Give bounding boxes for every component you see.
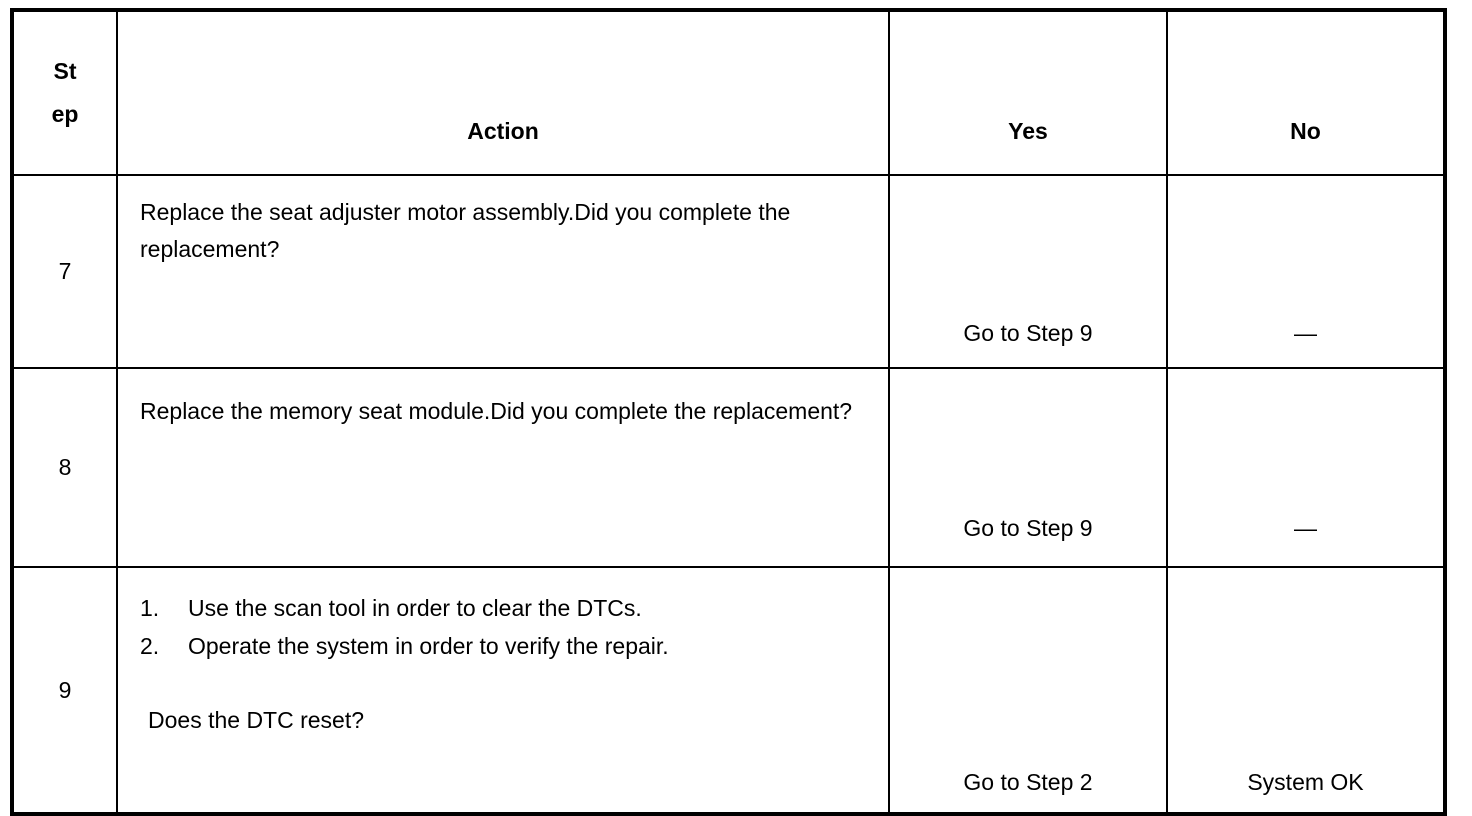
procedure-list: 1. Use the scan tool in order to clear t…	[140, 590, 878, 666]
list-item-text: Operate the system in order to verify th…	[188, 633, 669, 660]
action-text: Replace the memory seat module.Did you c…	[140, 398, 853, 424]
action-cell: 1. Use the scan tool in order to clear t…	[116, 566, 890, 815]
action-cell: Replace the memory seat module.Did you c…	[116, 367, 890, 568]
no-result-cell: —	[1166, 174, 1446, 369]
action-question: Does the DTC reset?	[148, 706, 365, 733]
column-header-step-line2: ep	[51, 101, 79, 127]
column-header-step-line1: St	[53, 58, 77, 85]
yes-result-cell: Go to Step 2	[888, 566, 1168, 815]
list-item-number: 2.	[140, 633, 160, 660]
step-number-cell: 9	[11, 566, 118, 815]
step-number-cell: 8	[11, 367, 118, 568]
action-text: Replace the seat adjuster motor assembly…	[140, 199, 791, 263]
header-row: St ep Action Yes No	[11, 9, 1446, 176]
diagnostic-steps-table: St ep Action Yes No 7 Replace the seat a…	[10, 8, 1447, 816]
list-item: 1. Use the scan tool in order to clear t…	[140, 590, 878, 627]
column-header-yes: Yes	[888, 9, 1168, 176]
table-row: 8 Replace the memory seat module.Did you…	[11, 367, 1446, 568]
list-item: 2. Operate the system in order to verify…	[140, 628, 878, 665]
yes-result-cell: Go to Step 9	[888, 367, 1168, 568]
column-header-step: St ep	[11, 9, 118, 176]
list-item-text: Use the scan tool in order to clear the …	[188, 595, 642, 621]
table-row: 9 1. Use the scan tool in order to clear…	[11, 566, 1446, 815]
action-cell: Replace the seat adjuster motor assembly…	[116, 174, 890, 369]
yes-result-cell: Go to Step 9	[888, 174, 1168, 369]
column-header-no: No	[1166, 9, 1446, 176]
table-row: 7 Replace the seat adjuster motor assemb…	[11, 174, 1446, 369]
column-header-action: Action	[116, 9, 890, 176]
no-result-cell: —	[1166, 367, 1446, 568]
no-result-cell: System OK	[1166, 566, 1446, 815]
table-header: St ep Action Yes No	[11, 9, 1446, 176]
list-item-number: 1.	[140, 595, 160, 621]
step-number-cell: 7	[11, 174, 118, 369]
diagnostic-table-page: St ep Action Yes No 7 Replace the seat a…	[10, 8, 1447, 816]
table-body: 7 Replace the seat adjuster motor assemb…	[11, 174, 1446, 815]
